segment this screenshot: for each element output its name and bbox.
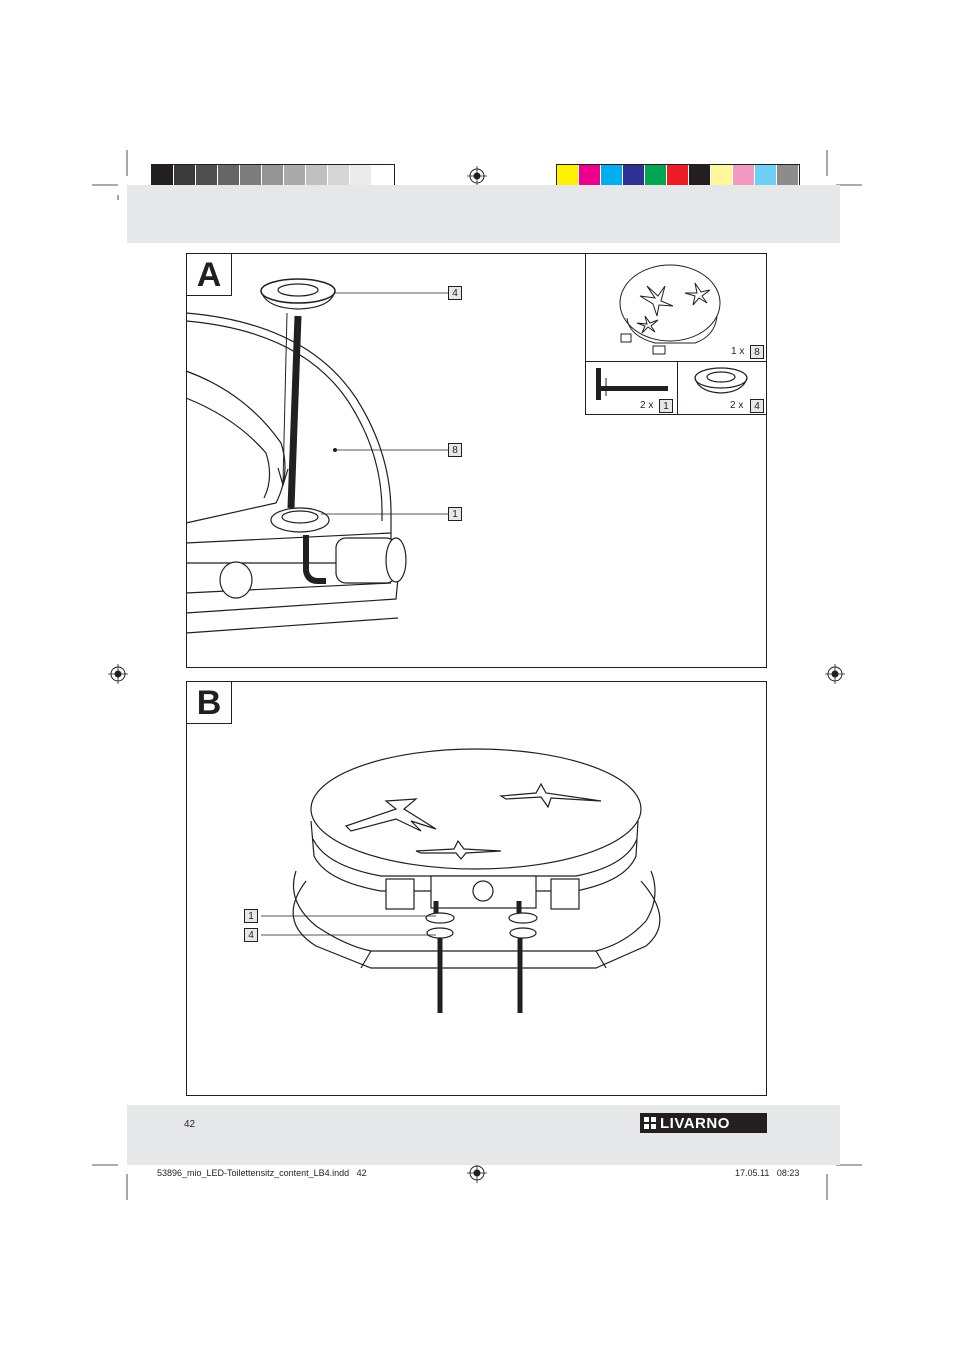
color-swatch-4 xyxy=(623,165,645,188)
color-swatch-6 xyxy=(667,165,689,188)
gray-swatch-3 xyxy=(196,165,218,188)
callout-b-part-4: 4 xyxy=(244,928,258,942)
color-swatch-7 xyxy=(689,165,711,188)
gray-swatch-11 xyxy=(372,165,394,188)
color-swatch-10 xyxy=(755,165,777,188)
page-number: 42 xyxy=(184,1119,196,1130)
qty-key: 2 x xyxy=(640,400,654,411)
brand-name: LIVARNO xyxy=(660,1114,730,1132)
gray-swatch-5 xyxy=(240,165,262,188)
qty-seat: 1 x xyxy=(731,346,745,357)
callout-b-part-1: 1 xyxy=(244,909,258,923)
color-swatch-1 xyxy=(557,165,579,188)
inventory-divider-h xyxy=(585,361,767,362)
callout-part-1: 1 xyxy=(448,507,462,521)
registration-mark-icon xyxy=(108,664,128,684)
gray-swatch-2 xyxy=(174,165,196,188)
gray-swatch-10 xyxy=(350,165,372,188)
ring-washer-icon xyxy=(694,367,748,394)
panel-a-label: A xyxy=(186,253,232,296)
gray-swatch-9 xyxy=(328,165,350,188)
callout-inventory-4: 4 xyxy=(750,399,764,413)
registration-mark-icon xyxy=(467,166,487,186)
gray-swatch-1 xyxy=(152,165,174,188)
callout-part-4: 4 xyxy=(448,286,462,300)
color-swatch-3 xyxy=(601,165,623,188)
callout-inventory-1: 1 xyxy=(659,399,673,413)
gray-swatch-8 xyxy=(306,165,328,188)
callout-inventory-8: 8 xyxy=(750,345,764,359)
qty-ring: 2 x xyxy=(730,400,744,411)
color-swatch-9 xyxy=(733,165,755,188)
footer-file-info: 53896_mio_LED-Toilettensitz_content_LB4.… xyxy=(157,1168,367,1178)
color-swatch-2 xyxy=(579,165,601,188)
gray-swatch-7 xyxy=(284,165,306,188)
color-swatch-11 xyxy=(777,165,799,188)
registration-mark-icon xyxy=(825,664,845,684)
panel-b-illustration xyxy=(261,748,661,1013)
footer-date: 17.05.11 08:23 xyxy=(735,1168,800,1178)
allen-key-icon xyxy=(596,368,668,400)
header-band xyxy=(127,185,840,243)
color-swatch-5 xyxy=(645,165,667,188)
brand-logo: LIVARNO xyxy=(640,1113,767,1133)
registration-mark-icon xyxy=(467,1163,487,1183)
panel-a-illustration xyxy=(185,278,448,634)
process-color-bar xyxy=(556,164,800,189)
gray-swatch-6 xyxy=(262,165,284,188)
brand-mark-icon xyxy=(644,1117,656,1129)
panel-b-label: B xyxy=(186,681,232,724)
inventory-divider-v xyxy=(677,361,678,415)
toilet-seat-icon xyxy=(619,264,721,355)
color-swatch-8 xyxy=(711,165,733,188)
gray-swatch-4 xyxy=(218,165,240,188)
callout-part-8: 8 xyxy=(448,443,462,457)
gray-color-bar xyxy=(151,164,395,189)
